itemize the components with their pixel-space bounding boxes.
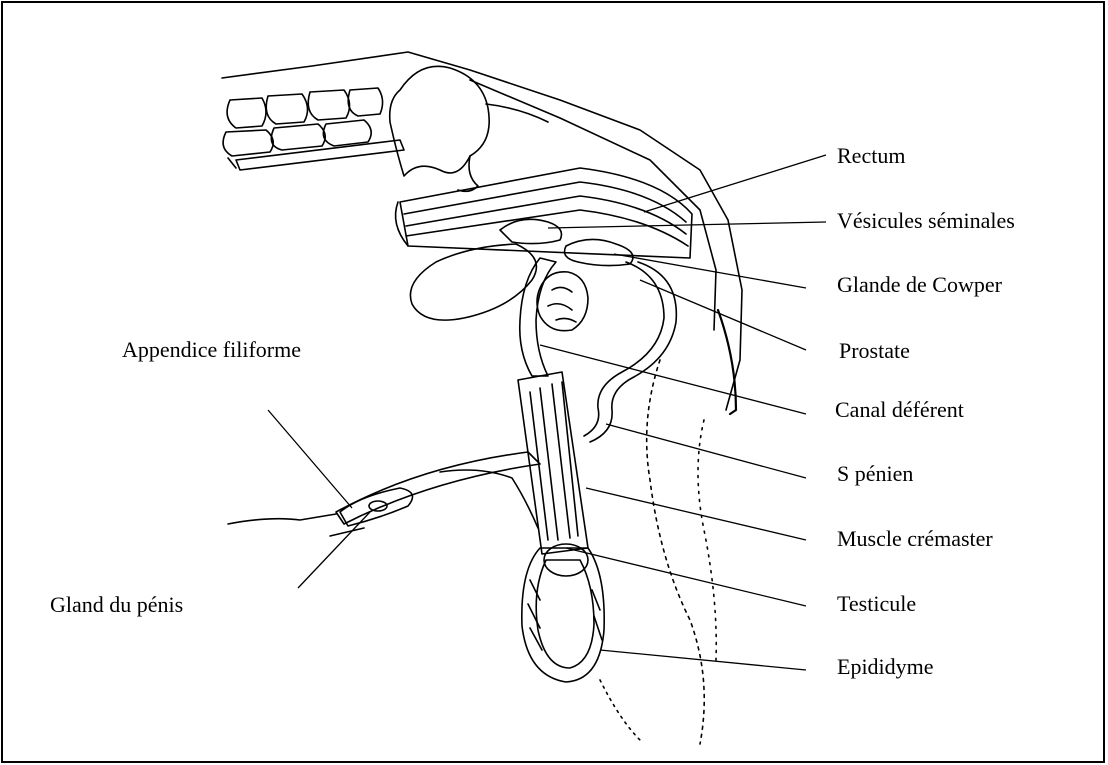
label-vesicules-seminales: Vésicules séminales: [837, 210, 1015, 232]
label-prostate: Prostate: [839, 340, 910, 362]
seminal-vesicles: [500, 219, 562, 243]
leader-rectum: [644, 155, 826, 212]
label-glande-de-cowper: Glande de Cowper: [837, 274, 1002, 296]
leader-prostate: [640, 280, 806, 350]
pelvis: [390, 66, 489, 176]
leader-canal: [540, 345, 806, 414]
leader-appendice: [268, 410, 352, 508]
label-epididyme: Epididyme: [837, 656, 934, 678]
label-canal-deferent: Canal déférent: [835, 399, 964, 421]
rectum-shape: [396, 168, 692, 258]
label-rectum: Rectum: [837, 145, 905, 167]
label-testicule: Testicule: [837, 593, 916, 615]
penis: [336, 452, 540, 524]
cremaster-muscle: [518, 372, 588, 554]
leader-vesicules: [548, 222, 826, 228]
leader-epididyme: [600, 650, 806, 670]
leader-cremaster: [586, 488, 806, 540]
body-contour: [647, 360, 705, 744]
label-appendice-filiforme: Appendice filiforme: [122, 339, 301, 361]
label-s-penien: S pénien: [837, 463, 913, 485]
bladder: [410, 244, 536, 320]
leader-lines: [268, 155, 826, 670]
vertebrae: [223, 88, 404, 170]
label-gland-du-penis: Gland du pénis: [50, 594, 183, 616]
leader-testicule: [566, 548, 806, 606]
leader-gland: [298, 512, 370, 588]
leader-s-penien: [606, 424, 806, 478]
inner-dorsal-outline: [470, 80, 716, 330]
label-muscle-cremaster: Muscle crémaster: [837, 528, 993, 550]
